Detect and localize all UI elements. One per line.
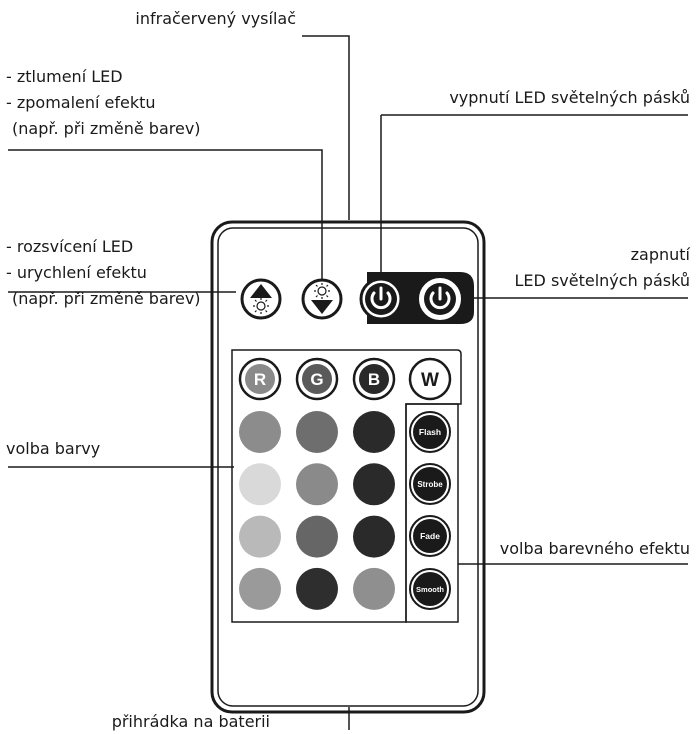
dim-label-line3: (např. při změně barev): [12, 119, 201, 138]
color-swatch-button[interactable]: [353, 567, 395, 610]
color-swatch-button[interactable]: [296, 411, 338, 453]
strobe-button[interactable]: Strobe: [409, 463, 451, 505]
color-swatch-button[interactable]: [353, 515, 395, 558]
color-swatch-button[interactable]: [296, 515, 338, 558]
color-swatch-button[interactable]: [353, 463, 395, 506]
color-swatch-grid: [239, 411, 395, 610]
white-button[interactable]: W: [408, 357, 452, 401]
battery-compartment-label: přihrádka na baterii: [112, 712, 270, 731]
fade-button-label: Fade: [420, 531, 440, 541]
sun-icon: [314, 283, 330, 299]
color-swatch-button[interactable]: [239, 463, 281, 506]
brighten-label-line2: - urychlení efektu: [6, 263, 147, 282]
power-icon: [370, 286, 392, 310]
on-button[interactable]: [419, 278, 461, 320]
effect-select-label: volba barevného efektu: [500, 539, 690, 558]
red-button[interactable]: R: [238, 357, 282, 401]
strobe-button-label: Strobe: [417, 480, 443, 489]
callout-dim: [8, 149, 323, 279]
dim-label-line2: - zpomalení efektu: [6, 93, 156, 112]
callout-infrared: [302, 35, 350, 220]
dim-label-line1: - ztlumení LED: [6, 67, 123, 86]
color-swatch-button[interactable]: [239, 567, 281, 610]
brighten-label-line1: - rozsvícení LED: [6, 237, 133, 256]
white-button-label: W: [421, 370, 439, 391]
on-label-line2: LED světelných pásků: [515, 271, 690, 290]
flash-button-label: Flash: [419, 427, 441, 437]
color-swatch-button[interactable]: [296, 463, 338, 506]
brighten-button[interactable]: [240, 278, 282, 320]
brighten-label-line3: (např. při změně barev): [12, 289, 201, 308]
color-swatch-button[interactable]: [239, 411, 281, 453]
color-swatch-button[interactable]: [239, 515, 281, 558]
smooth-button[interactable]: Smooth: [409, 568, 451, 610]
color-swatch-button[interactable]: [296, 567, 338, 610]
green-button-label: G: [310, 370, 323, 389]
dim-button[interactable]: [301, 278, 343, 320]
on-label-line1: zapnutí: [631, 245, 691, 264]
blue-button-label: B: [368, 370, 380, 389]
off-label: vypnutí LED světelných pásků: [449, 88, 690, 107]
smooth-button-label: Smooth: [416, 585, 444, 594]
sun-icon: [253, 298, 269, 314]
power-icon: [429, 286, 451, 310]
color-swatch-button[interactable]: [353, 411, 395, 453]
effect-group-outline: [405, 403, 459, 623]
green-button[interactable]: G: [295, 357, 339, 401]
off-button[interactable]: [359, 277, 403, 321]
infrared-transmitter-label: infračervený vysílač: [135, 9, 296, 28]
red-button-label: R: [254, 370, 266, 389]
flash-button[interactable]: Flash: [409, 411, 451, 453]
color-select-label: volba barvy: [6, 439, 100, 458]
callout-lines: [8, 35, 688, 730]
blue-button[interactable]: B: [352, 357, 396, 401]
fade-button[interactable]: Fade: [409, 515, 451, 557]
